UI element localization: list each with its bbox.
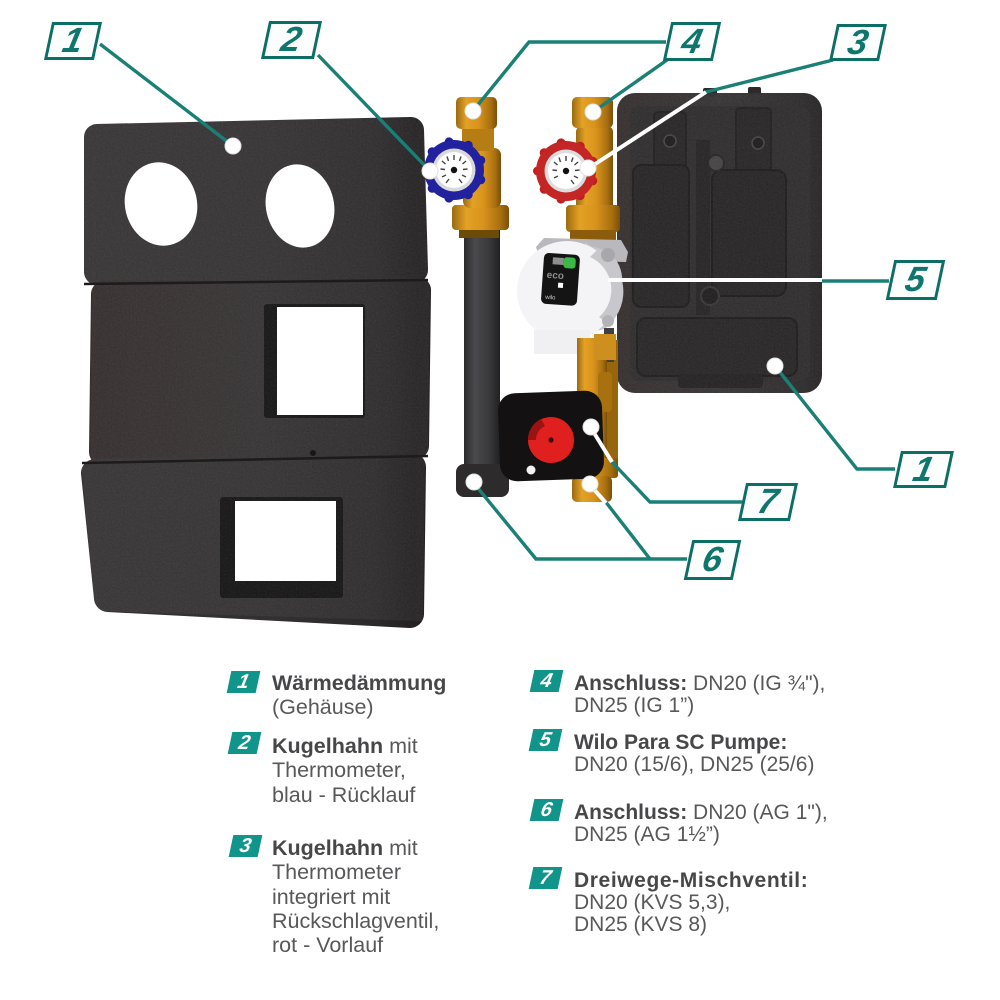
svg-text:eco: eco: [546, 270, 564, 282]
svg-text:wilo: wilo: [544, 295, 556, 302]
